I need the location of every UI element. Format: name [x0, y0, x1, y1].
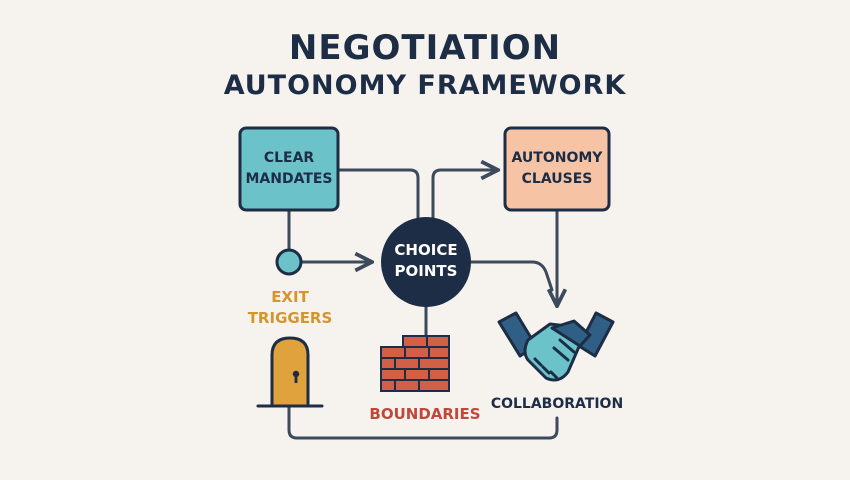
- clear-mandates-box: [238, 126, 340, 212]
- autonomy-clauses-box: [503, 126, 611, 212]
- autonomy-clauses-label: AUTONOMY CLAUSES: [511, 150, 603, 187]
- connector-choice-to-autonomy: [431, 170, 496, 220]
- exit-triggers-label: EXIT TRIGGERS: [247, 288, 333, 327]
- clear-mandates-label: CLEAR MANDATES: [245, 150, 333, 187]
- door-keyhole-icon: [256, 336, 324, 408]
- junction-dot: [275, 248, 303, 276]
- handshake-icon: [497, 311, 615, 382]
- connector-exit-to-collab: [287, 404, 559, 440]
- title-line-1: NEGOTIATION: [288, 28, 562, 68]
- connector-choice-to-collab: [468, 260, 554, 292]
- connector-mandates-to-choice: [336, 168, 420, 220]
- brick-wall-icon: [380, 335, 450, 392]
- boundaries-label: BOUNDARIES: [369, 405, 481, 423]
- choice-points-label: CHOICE POINTS: [394, 241, 458, 280]
- collaboration-label: COLLABORATION: [490, 396, 624, 412]
- title-line-2: AUTONOMY FRAMEWORK: [223, 70, 627, 101]
- choice-points-circle: [381, 217, 471, 307]
